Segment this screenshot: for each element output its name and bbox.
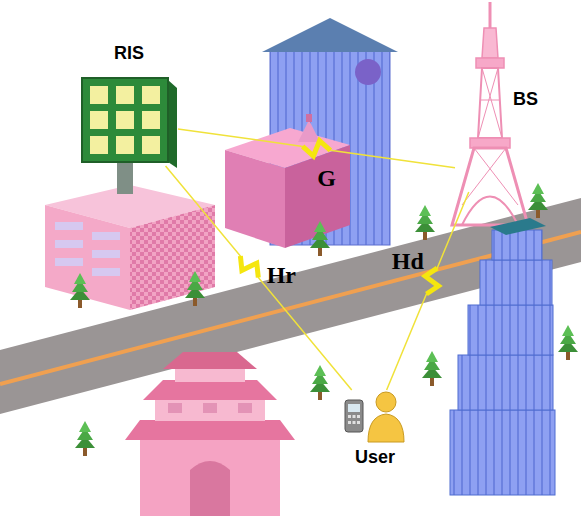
user-figure-part: [353, 415, 356, 418]
channel-label-box: Hr: [267, 262, 296, 288]
base-station-tower-part: [474, 148, 518, 205]
stepped-blue-building-part: [458, 355, 553, 410]
gate-building-part: [238, 403, 252, 413]
pink-office-building-part: [45, 205, 130, 310]
gate-building-part: [190, 461, 230, 516]
pink-office-building-part: [55, 222, 83, 230]
ris-panel-part: [90, 111, 108, 129]
ris-panel-part: [142, 111, 160, 129]
stepped-blue-building: [450, 218, 555, 495]
lightning-bolt: [303, 141, 331, 156]
pink-cube-building: [225, 114, 350, 248]
pink-office-building-part: [55, 258, 83, 266]
channel-link: [387, 192, 469, 390]
gate-building-part: [155, 397, 265, 421]
channel-label-box: Hd: [392, 248, 424, 274]
gate-building: [125, 352, 295, 516]
ris-panel-part: [168, 80, 177, 168]
stepped-blue-building-part: [480, 260, 552, 305]
base-station-tower-part: [462, 197, 518, 226]
base-station-tower: [452, 2, 528, 225]
ris-panel: [82, 78, 177, 194]
ris-panel-part: [116, 111, 134, 129]
base-station-tower-part: [478, 68, 498, 138]
gate-building-part: [125, 420, 295, 440]
base-station-tower-part: [489, 2, 492, 28]
channel-label: G: [317, 165, 336, 191]
base-station-tower-part: [462, 148, 506, 205]
base-station-tower-part: [452, 148, 528, 225]
station-node: BS: [455, 150, 500, 192]
pink-office-building-part: [92, 250, 120, 258]
user-figure-part: [348, 404, 360, 412]
ris-panel-part: [90, 136, 108, 154]
channel-link: [178, 129, 455, 168]
user-figure: [345, 392, 404, 442]
pink-office-building-part: [92, 232, 120, 240]
node-label: BS: [513, 90, 558, 110]
stepped-blue-building-part: [468, 305, 553, 355]
node-label: RIS: [80, 44, 178, 64]
pink-cube-building-part: [225, 150, 285, 248]
user-figure-part: [357, 415, 360, 418]
tree: [70, 273, 90, 308]
user-figure-part: [348, 421, 351, 424]
stepped-blue-building-part: [450, 410, 555, 495]
ris-panel-part: [90, 86, 108, 104]
tree: [558, 325, 578, 360]
tree: [185, 271, 205, 306]
user-figure-part: [376, 392, 396, 412]
ris-panel-part: [116, 86, 134, 104]
station-node: RIS: [80, 78, 178, 166]
ris-panel-part: [82, 78, 168, 162]
blue-tower-building-part: [262, 18, 398, 52]
tree: [528, 183, 548, 218]
blue-tower-building-part: [355, 59, 381, 85]
gate-building-part: [168, 403, 182, 413]
channel-link: [166, 166, 352, 390]
tree: [310, 221, 330, 256]
base-station-tower-part: [476, 58, 504, 68]
ris-panel-part: [142, 86, 160, 104]
ris-panel-part: [142, 136, 160, 154]
tree: [415, 205, 435, 240]
tree: [422, 351, 442, 386]
tree: [310, 365, 330, 400]
stepped-blue-building-part: [492, 230, 542, 260]
user-figure-part: [345, 400, 363, 432]
channel-label: Hd: [392, 248, 424, 274]
pink-cube-building-part: [306, 114, 312, 122]
user-figure-part: [368, 414, 404, 442]
ris-panel-part: [116, 136, 134, 154]
gate-building-part: [140, 440, 280, 516]
user-figure-part: [357, 421, 360, 424]
ris-panel-part: [117, 160, 133, 194]
pink-office-building-part: [130, 205, 215, 310]
stepped-blue-building-part: [490, 218, 546, 235]
base-station-tower-part: [478, 68, 502, 138]
pink-office-building-part: [55, 240, 83, 248]
base-station-tower-part: [482, 68, 502, 138]
user-figure-part: [348, 415, 351, 418]
tree: [75, 421, 95, 456]
gate-building-part: [163, 352, 257, 369]
pink-office-building-part: [92, 268, 120, 276]
pink-office-building: [45, 185, 215, 310]
base-station-tower-part: [482, 28, 498, 58]
gate-building-part: [143, 380, 277, 400]
channel-label-box: G: [317, 165, 336, 191]
gate-building-part: [203, 403, 217, 413]
station-node: User: [338, 390, 412, 446]
node-label: User: [338, 448, 412, 468]
user-figure-part: [353, 421, 356, 424]
pink-cube-building-part: [298, 120, 320, 142]
lightning-bolt: [425, 268, 438, 294]
lightning-bolt: [240, 256, 258, 278]
channel-label: Hr: [267, 262, 296, 288]
base-station-tower-part: [480, 100, 500, 101]
